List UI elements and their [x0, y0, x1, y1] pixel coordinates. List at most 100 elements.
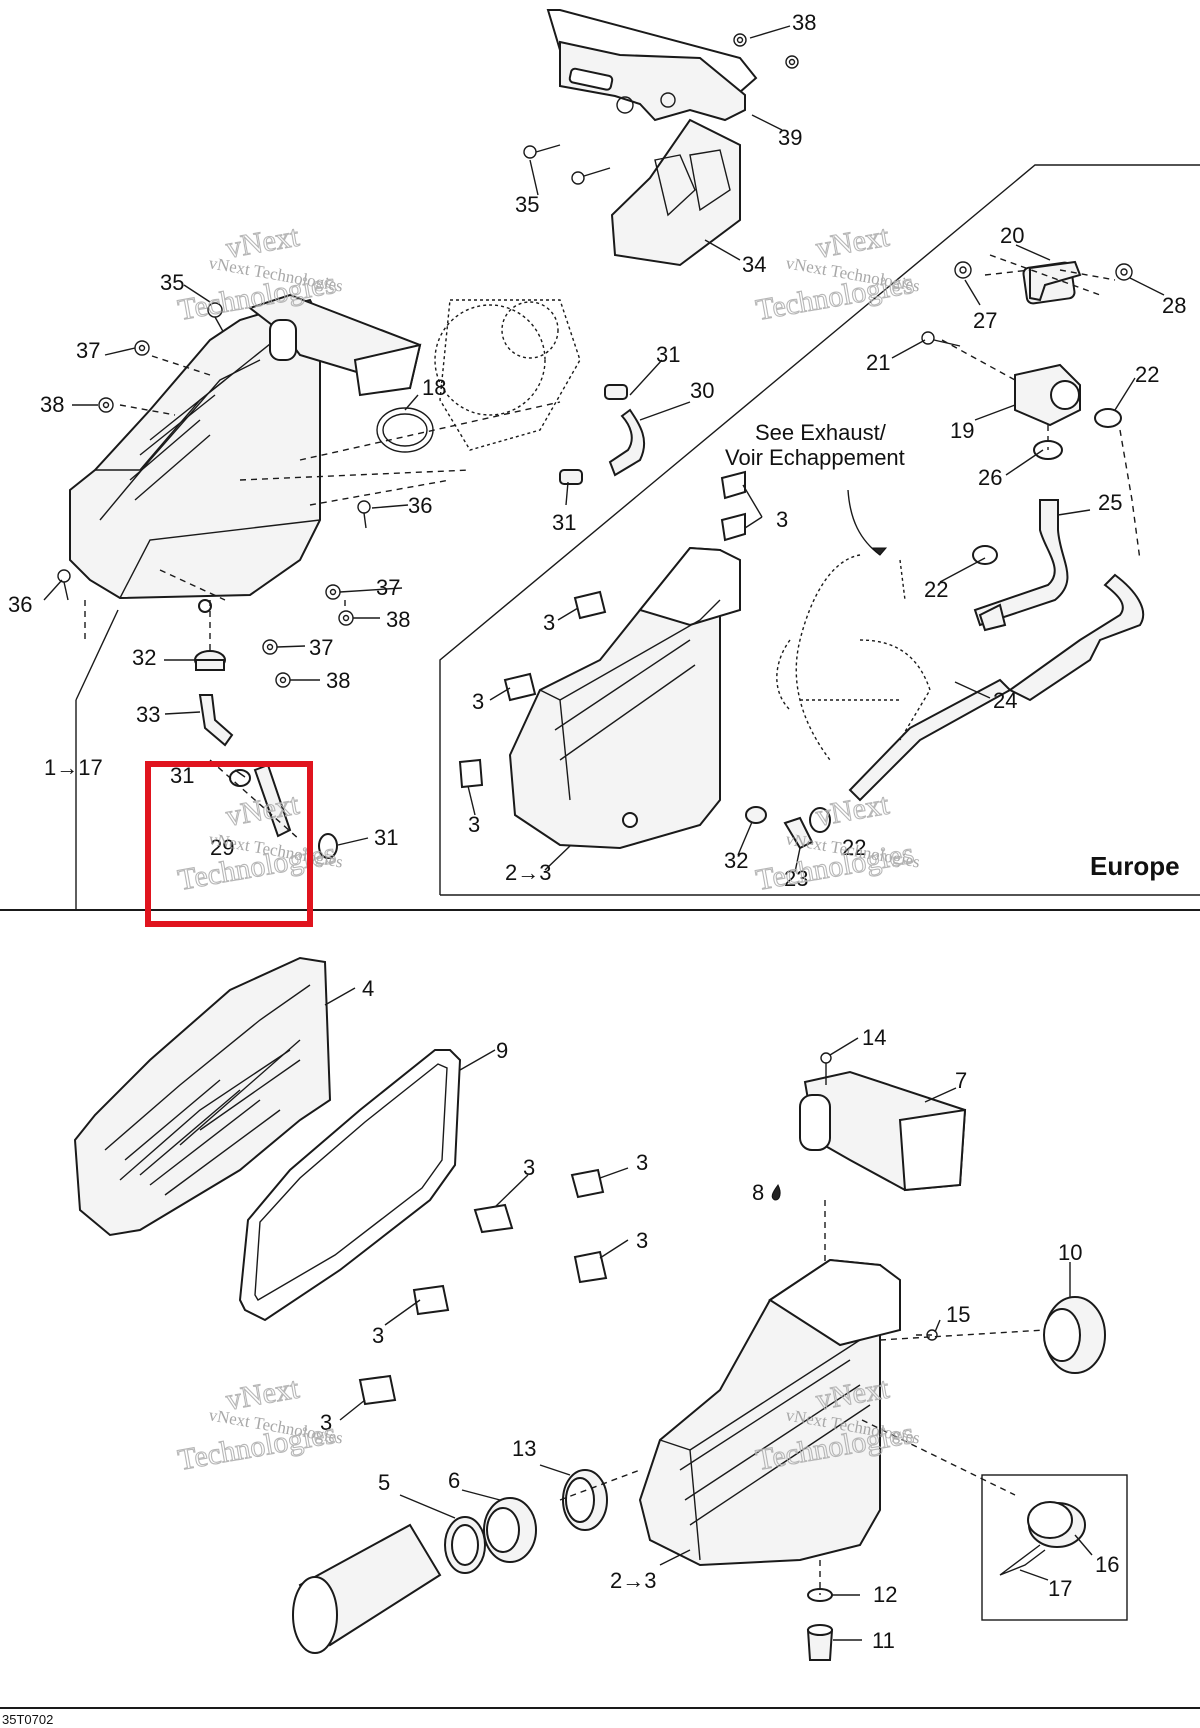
hose-icon	[559, 384, 646, 485]
callout: 22	[1135, 362, 1159, 387]
adapter-icon	[1043, 1296, 1106, 1374]
callout: 25	[1098, 490, 1122, 515]
callout: 26	[978, 465, 1002, 490]
callout: 24	[993, 688, 1017, 713]
drain-cap-icon	[806, 1588, 834, 1661]
callout: 31	[656, 342, 680, 367]
svg-text:vNext: vNext	[223, 788, 302, 833]
callout: 36	[8, 592, 32, 617]
clamp-icon	[376, 407, 434, 453]
callout: 20	[1000, 223, 1024, 248]
callout: 31	[170, 763, 194, 788]
group-bracket-slant	[75, 609, 119, 701]
callout: 32	[132, 645, 156, 670]
callout: 2→3	[505, 860, 551, 885]
bolt-icon	[207, 144, 611, 336]
assembly-line	[84, 355, 561, 841]
screw-icon	[57, 500, 371, 601]
callout: 21	[866, 350, 890, 375]
callout: 32	[724, 848, 748, 873]
callout: 11	[872, 1628, 895, 1653]
callout: 3	[636, 1150, 648, 1175]
callout: 22	[842, 835, 866, 860]
callout: 34	[742, 252, 766, 277]
grommet-icon	[745, 806, 767, 824]
hose-icon	[848, 499, 1145, 802]
air-box-assembly	[69, 293, 422, 613]
heat-shield-assembly	[546, 9, 758, 267]
callout: 35	[515, 192, 539, 217]
callout: 30	[690, 378, 714, 403]
callout: 6	[448, 1468, 460, 1493]
callout: 39	[778, 125, 802, 150]
callout: 22	[924, 577, 948, 602]
clamp-icon	[562, 1469, 608, 1531]
see-exhaust-note-fr: Voir Echappement	[725, 445, 905, 470]
highlight-box	[145, 761, 313, 927]
callout: 37	[309, 635, 333, 660]
callout-leaders	[43, 25, 1165, 1641]
elbow-fitting	[198, 694, 234, 747]
callout: 4	[362, 976, 374, 1001]
drop-icon	[771, 1184, 781, 1201]
drawing-code: 35T0702	[2, 1712, 53, 1727]
screw-icon	[820, 1052, 832, 1085]
grommet-icon	[194, 650, 226, 671]
air-box-body	[638, 1258, 901, 1567]
nut-icon	[733, 33, 799, 69]
region-label: Europe	[1090, 851, 1180, 881]
callout: 1→17	[44, 755, 103, 780]
callout: 18	[422, 375, 446, 400]
carburetor-outline	[434, 299, 581, 451]
callout: 12	[873, 1582, 897, 1607]
watermark: vNext vNext Technologies Technologies	[753, 219, 921, 327]
callout: 8	[752, 1180, 764, 1205]
callout: 9	[496, 1038, 508, 1063]
callout: 29	[210, 835, 234, 860]
valve-assembly	[1014, 261, 1081, 427]
europe-air-box	[508, 546, 741, 850]
callout: 31	[552, 510, 576, 535]
callout: 16	[1095, 1552, 1119, 1577]
callout: 38	[40, 392, 64, 417]
callout: 3	[523, 1155, 535, 1180]
callout: 38	[792, 10, 816, 35]
callout: 35	[160, 270, 184, 295]
callout: 19	[950, 418, 974, 443]
callout: 33	[136, 702, 160, 727]
assembly-line	[559, 1200, 1046, 1595]
callout: 3	[468, 812, 480, 837]
watermark: vNext vNext Technologies Technologies	[175, 787, 344, 897]
callout: 23	[784, 866, 808, 891]
callout: 36	[408, 493, 432, 518]
svg-text:vNext: vNext	[813, 788, 892, 833]
see-exhaust-note: See Exhaust/	[755, 420, 887, 445]
see-arrow	[847, 489, 881, 556]
callout: 3	[472, 689, 484, 714]
elbow-fitting	[783, 816, 814, 850]
callout: 14	[862, 1025, 886, 1050]
clip-icon	[358, 1168, 608, 1406]
callout: 3	[776, 507, 788, 532]
callout: 13	[512, 1436, 536, 1461]
exhaust-outline	[776, 554, 931, 761]
watermark: vNext vNext Technologies Technologies	[753, 787, 921, 897]
clip-icon	[458, 470, 746, 789]
air-filter-icon	[292, 1516, 486, 1654]
assembly-line	[941, 254, 1141, 561]
cap-and-cable-detail	[981, 1474, 1128, 1621]
callout: 37	[376, 575, 400, 600]
callout: 28	[1162, 293, 1186, 318]
watermark: vNext vNext Technologies Technologies	[175, 1371, 344, 1477]
nut-icon	[954, 261, 1133, 281]
callout: 27	[973, 308, 997, 333]
callout: 3	[543, 610, 555, 635]
callout: 31	[374, 825, 398, 850]
callout: 3	[320, 1410, 332, 1435]
callout: 5	[378, 1470, 390, 1495]
air-box-cover	[73, 956, 332, 1237]
callout: 15	[946, 1302, 970, 1327]
intake-duct	[799, 1070, 967, 1192]
callout: 17	[1048, 1576, 1072, 1601]
